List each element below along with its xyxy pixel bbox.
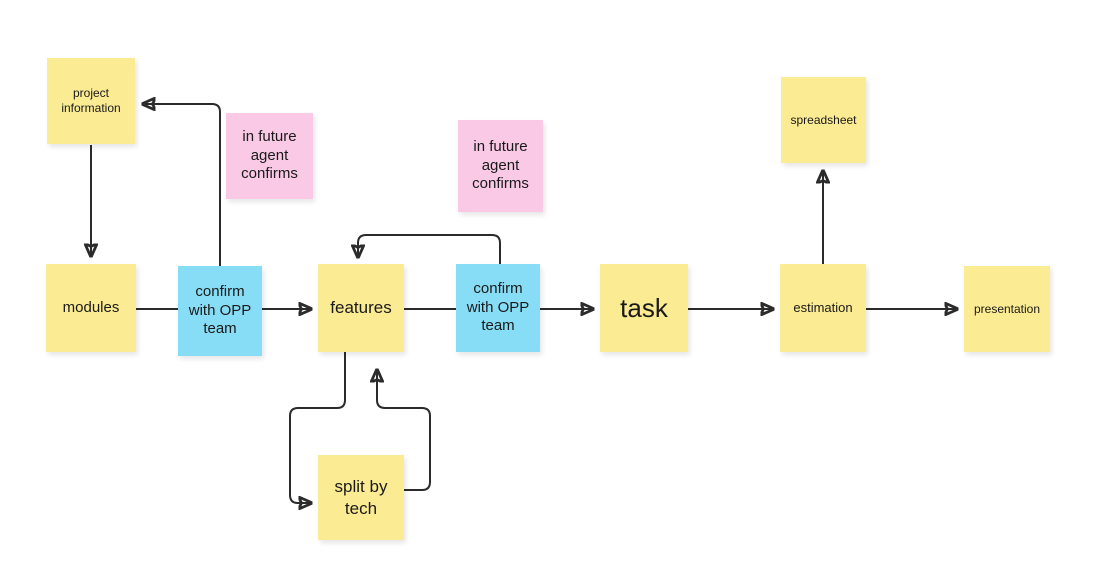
note-label: in future agent confirms [472, 137, 529, 193]
node-spreadsheet[interactable]: spreadsheet [781, 77, 866, 163]
node-presentation[interactable]: presentation [964, 266, 1050, 352]
node-modules[interactable]: modules [46, 264, 136, 352]
node-label: spreadsheet [790, 112, 857, 127]
node-label: features [330, 298, 392, 318]
node-confirm-opp-2[interactable]: confirm with OPP team [456, 264, 540, 352]
node-project-information[interactable]: project information [47, 58, 135, 144]
node-estimation[interactable]: estimation [780, 264, 866, 352]
node-features[interactable]: features [318, 264, 404, 352]
node-confirm-opp-1[interactable]: confirm with OPP team [178, 266, 262, 356]
edge-confirm-2-to-features [358, 234, 501, 264]
node-label: project information [61, 86, 121, 115]
node-label: confirm with OPP team [188, 282, 252, 338]
node-label: confirm with OPP team [466, 279, 530, 335]
node-split-by-tech[interactable]: split by tech [318, 455, 404, 540]
edge-split-by-tech-to-features [377, 370, 431, 491]
edge-features-to-split-by-tech [289, 352, 346, 503]
node-label: presentation [973, 301, 1041, 316]
node-task[interactable]: task [600, 264, 688, 352]
note-future-agent-confirms-2[interactable]: in future agent confirms [458, 120, 543, 212]
node-label: task [620, 292, 668, 323]
edge-confirm-1-to-project-information [143, 104, 221, 266]
note-label: in future agent confirms [241, 127, 298, 183]
node-label: estimation [793, 299, 853, 315]
node-label: modules [62, 298, 120, 316]
node-label: split by tech [334, 477, 388, 518]
note-future-agent-confirms-1[interactable]: in future agent confirms [226, 113, 313, 199]
